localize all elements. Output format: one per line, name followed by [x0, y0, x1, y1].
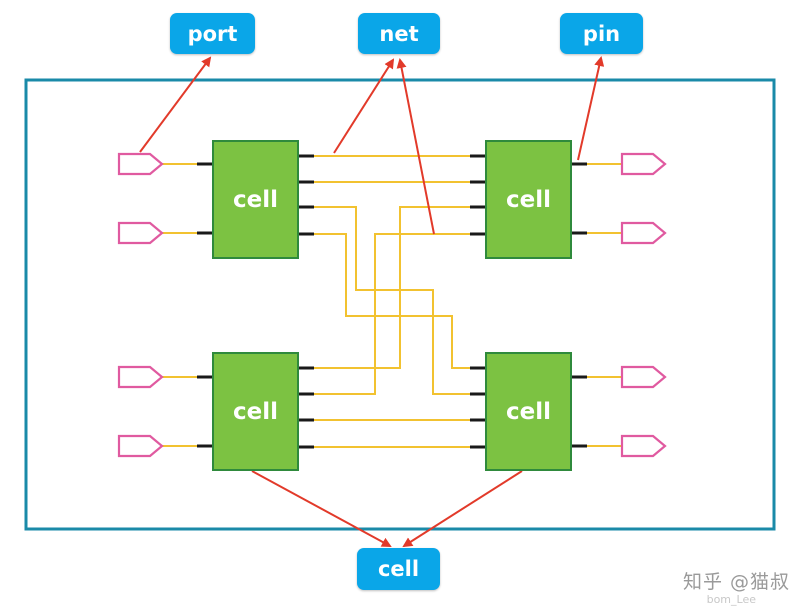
- nets: [162, 155, 622, 448]
- ports: [117, 152, 667, 458]
- pins: [197, 154, 587, 449]
- cell-label: cell: [357, 548, 440, 590]
- port-icon: [117, 434, 164, 458]
- net-wire: [300, 206, 484, 369]
- net-wire: [300, 233, 484, 369]
- arrow-to-net: [396, 58, 435, 235]
- design-boundary: [24, 78, 776, 531]
- watermark-text: 知乎 @猫叔: [682, 571, 790, 593]
- arrow-to-pin: [577, 56, 605, 161]
- arrow-from-cell: [402, 470, 523, 548]
- cell-block-bottom-right: cell: [485, 352, 572, 471]
- cell-block-top-right: cell: [485, 140, 572, 259]
- port-icon: [620, 221, 667, 245]
- cell-block-top-left: cell: [212, 140, 299, 259]
- port-label: port: [170, 13, 255, 54]
- cell-block-bottom-left: cell: [212, 352, 299, 471]
- port-icon: [620, 434, 667, 458]
- port-icon: [620, 152, 667, 176]
- annotation-arrows: [139, 56, 605, 548]
- net-wire: [300, 206, 484, 395]
- arrow-to-port: [139, 56, 212, 153]
- net-label: net: [358, 13, 440, 54]
- watermark-subtext: bom_Lee: [706, 593, 756, 606]
- arrow-from-cell: [251, 470, 392, 547]
- port-icon: [117, 221, 164, 245]
- arrow-to-net: [333, 58, 395, 154]
- port-icon: [620, 365, 667, 389]
- port-icon: [117, 152, 164, 176]
- net-wire: [300, 233, 484, 395]
- port-icon: [117, 365, 164, 389]
- pin-label: pin: [560, 13, 643, 54]
